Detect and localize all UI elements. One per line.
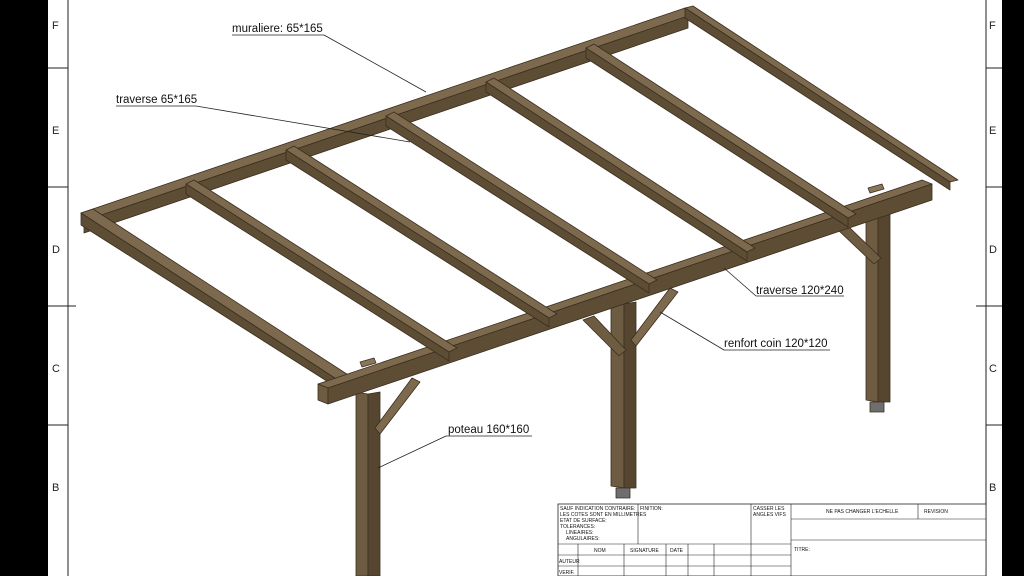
tb-note-2: LES COTES SONT EN MILLIMETRES: [560, 512, 647, 518]
zone-right-f: F: [989, 20, 996, 32]
zone-left-f: F: [52, 20, 59, 32]
wall-ledger: [80, 7, 689, 234]
rafter-4: [485, 77, 756, 262]
rafter-1: [185, 179, 458, 362]
callout-traverse-large: traverse 120*240: [723, 267, 844, 297]
zone-left-e: E: [52, 125, 59, 137]
post-middle: [582, 287, 679, 499]
callout-renfort-label: renfort coin 120*120: [724, 338, 828, 350]
callout-traverse-small: traverse 65*165: [116, 94, 411, 143]
drawing-sheet: F E D C B F E D C B: [48, 0, 1002, 576]
pergola-structure: [80, 5, 959, 576]
tb-col-signature: SIGNATURE: [630, 548, 659, 554]
tb-deburr-2: ANGLES VIFS: [753, 512, 786, 518]
tb-note-1: SAUF INDICATION CONTRAIRE:: [560, 506, 635, 512]
zone-right-d: D: [989, 244, 997, 256]
post-right: [837, 209, 891, 413]
tb-note-3: ETAT DE SURFACE:: [560, 518, 607, 524]
callout-poteau-label: poteau 160*160: [448, 424, 529, 436]
tb-note-6: ANGULAIRES:: [566, 536, 600, 542]
tb-col-nom: NOM: [594, 548, 606, 554]
rafter-right-end: [684, 5, 959, 191]
zone-ticks: [48, 67, 1002, 426]
tb-revision: REVISION: [924, 509, 948, 515]
tb-title: TITRE:: [794, 547, 810, 553]
callout-traverse-large-label: traverse 120*240: [756, 285, 844, 297]
tb-deburr-1: CASSER LES: [753, 506, 785, 512]
drawing-svg: F E D C B F E D C B: [48, 0, 1002, 576]
rafter-2: [285, 145, 558, 328]
title-block: SAUF INDICATION CONTRAIRE: LES COTES SON…: [557, 503, 987, 576]
tb-scale-note: NE PAS CHANGER L'ECHELLE: [826, 509, 899, 515]
rafter-left-end: [80, 208, 357, 393]
block-left: [359, 357, 377, 368]
zone-left-c: C: [52, 363, 60, 375]
callout-traverse-small-label: traverse 65*165: [116, 94, 197, 106]
rafter-3: [385, 111, 658, 294]
front-beam: [317, 179, 933, 405]
block-right: [867, 183, 885, 194]
callout-muraliere-label: muraliere: 65*165: [232, 23, 323, 35]
zone-right-c: C: [989, 363, 997, 375]
callout-muraliere: muraliere: 65*165: [232, 23, 427, 93]
rafter-5: [585, 43, 857, 228]
tb-finish: FINITION:: [640, 506, 663, 512]
callout-renfort: renfort coin 120*120: [659, 311, 830, 351]
post-left: [355, 377, 421, 576]
zone-right-b: B: [989, 482, 996, 494]
tb-note-5: LINEAIRES:: [566, 530, 594, 536]
tb-col-date: DATE: [670, 548, 684, 554]
zone-right-e: E: [989, 125, 996, 137]
callout-poteau: poteau 160*160: [377, 424, 532, 469]
zone-left-b: B: [52, 482, 59, 494]
tb-row-verif: VERIF.: [559, 570, 575, 576]
zone-left-d: D: [52, 244, 60, 256]
tb-note-4: TOLERANCES:: [560, 524, 595, 530]
tb-row-auteur: AUTEUR: [559, 559, 580, 565]
